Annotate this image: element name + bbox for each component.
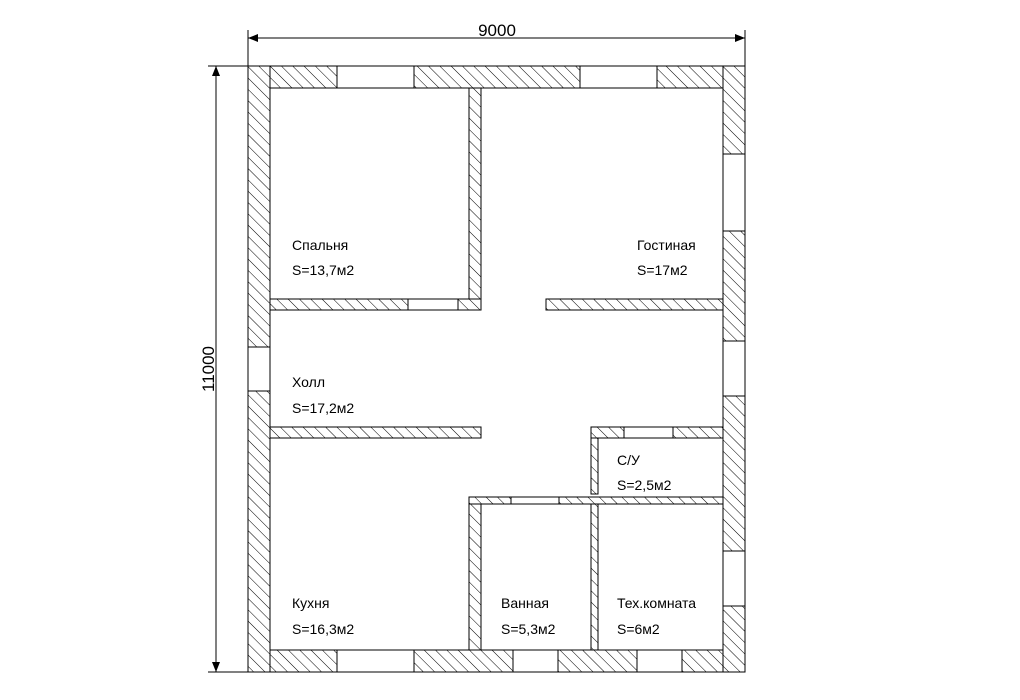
window-bottom-utility — [636, 649, 683, 673]
wall-bath-top-b — [558, 496, 724, 505]
door-wc-top — [623, 426, 674, 439]
window-bottom-kitchen — [336, 649, 415, 673]
wall-top — [247, 65, 746, 89]
room-name: Холл — [292, 374, 325, 390]
room-area: S=16,3м2 — [292, 621, 354, 637]
window-right-hall — [722, 340, 746, 397]
wall-living-bottom — [545, 298, 724, 311]
wall-bathroom-utility — [590, 503, 599, 651]
room-name: Тех.комната — [617, 595, 696, 611]
dimension-width: 9000 — [247, 21, 746, 66]
room-utility: Тех.комната S=6м2 — [617, 595, 696, 637]
window-openings — [247, 65, 746, 673]
room-area: S=17м2 — [637, 262, 688, 278]
room-area: S=2,5м2 — [617, 477, 672, 493]
interior-walls — [269, 87, 724, 651]
room-wc: С/У S=2,5м2 — [617, 452, 672, 493]
wall-wc-top-b — [672, 426, 724, 439]
room-area: S=6м2 — [617, 621, 660, 637]
wall-bedroom-bottom-b — [457, 298, 482, 311]
door-bathroom — [510, 496, 560, 505]
wall-kitchen-top — [269, 426, 482, 439]
dimension-height-label: 11000 — [199, 346, 218, 392]
room-area: S=5,3м2 — [501, 621, 556, 637]
room-name: Кухня — [292, 595, 329, 611]
room-name: Гостиная — [637, 237, 696, 253]
wall-bedroom-right — [468, 87, 482, 311]
wall-wc-top-a — [590, 426, 625, 439]
wall-kitchen-bathroom — [468, 503, 482, 651]
room-kitchen: Кухня S=16,3м2 — [292, 595, 354, 637]
room-bathroom: Ванная S=5,3м2 — [501, 595, 556, 637]
window-bottom-bathroom — [512, 649, 559, 673]
room-area: S=13,7м2 — [292, 262, 354, 278]
room-hall: Холл S=17,2м2 — [292, 374, 354, 416]
window-top-left — [336, 65, 415, 89]
wall-bedroom-bottom-a — [269, 298, 409, 311]
outer-walls — [247, 65, 746, 673]
dimension-width-label: 9000 — [478, 21, 516, 40]
window-right-utility — [722, 550, 746, 607]
dimension-height: 11000 — [199, 65, 248, 673]
wall-bath-top-a — [468, 496, 512, 505]
room-area: S=17,2м2 — [292, 400, 354, 416]
window-right-living — [722, 153, 746, 232]
room-living: Гостиная S=17м2 — [637, 237, 696, 278]
room-name: Ванная — [501, 595, 549, 611]
room-name: С/У — [617, 452, 640, 468]
room-name: Спальня — [292, 237, 348, 253]
door-bedroom — [407, 298, 459, 311]
wall-wc-left — [590, 437, 599, 495]
window-top-right — [579, 65, 658, 89]
door-left-hall — [247, 346, 271, 392]
room-bedroom: Спальня S=13,7м2 — [292, 237, 354, 278]
